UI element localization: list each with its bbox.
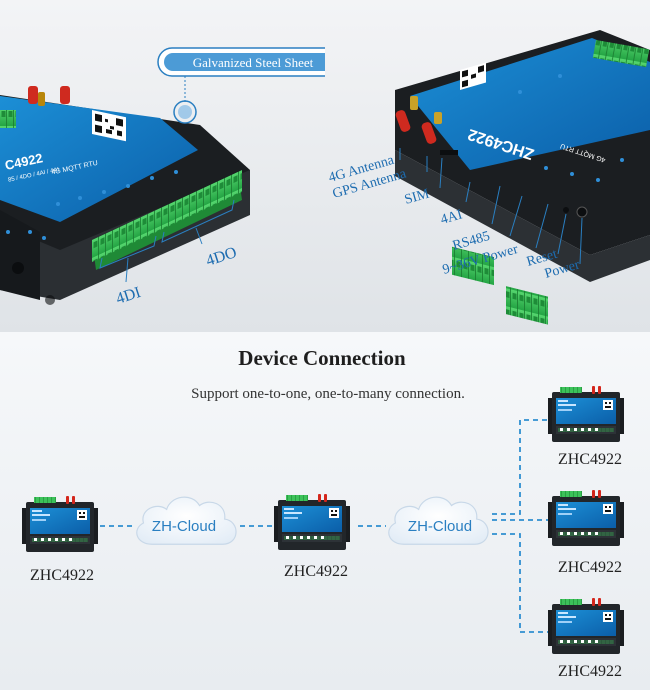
device-connection-section: Device Connection Support one-to-one, on… bbox=[0, 332, 650, 690]
device-left-angle: C4922 85 / 4DO / 4AI / 4AI 4G MQTT RTU bbox=[0, 86, 250, 305]
di-do-brackets bbox=[99, 199, 235, 283]
device-node-target-2: ZHC4922 bbox=[548, 490, 624, 576]
antenna-icon bbox=[395, 96, 442, 144]
leader-lines bbox=[399, 148, 583, 265]
cloud-node-2: ZH-Cloud bbox=[388, 496, 489, 545]
cloud-node-1: ZH-Cloud bbox=[136, 496, 237, 545]
top-right-panel: ZHC4922 4G MQTT RTU bbox=[325, 0, 650, 332]
terminal-block-ai bbox=[452, 246, 494, 286]
cloud-label: ZH-Cloud bbox=[152, 518, 216, 535]
top-left-panel: C4922 85 / 4DO / 4AI / 4AI 4G MQTT RTU bbox=[0, 0, 349, 332]
cloud-label: ZH-Cloud bbox=[408, 518, 472, 535]
label-sim: SIM bbox=[403, 186, 432, 207]
device-label: ZHC4922 bbox=[558, 451, 622, 468]
section-subtitle: Support one-to-one, one-to-many connecti… bbox=[191, 386, 465, 402]
device-node-target-3: ZHC4922 bbox=[548, 598, 624, 680]
galvanized-label: Galvanized Steel Sheet bbox=[193, 55, 314, 70]
section-title: Device Connection bbox=[238, 346, 406, 370]
antenna-icon bbox=[28, 86, 70, 106]
reset-button bbox=[563, 207, 569, 213]
terminal-block-power bbox=[506, 286, 548, 325]
device-node-middle: ZHC4922 bbox=[274, 494, 350, 580]
device-label: ZHC4922 bbox=[558, 559, 622, 576]
power-jack bbox=[576, 206, 588, 218]
device-node-target-1: ZHC4922 bbox=[548, 386, 624, 468]
terminal-block-do bbox=[92, 170, 242, 270]
device-label: ZHC4922 bbox=[284, 563, 348, 580]
device-label: ZHC4922 bbox=[558, 663, 622, 680]
galvanized-callout: Galvanized Steel Sheet bbox=[157, 47, 349, 124]
device-label: ZHC4922 bbox=[30, 567, 94, 584]
device-node-source: ZHC4922 bbox=[22, 496, 98, 584]
device-right-angle: ZHC4922 4G MQTT RTU bbox=[395, 30, 650, 325]
connection-links bbox=[100, 419, 548, 633]
sim-slot bbox=[440, 150, 458, 155]
label-4di: 4DI bbox=[114, 284, 143, 308]
label-4ai: 4AI bbox=[439, 207, 464, 228]
